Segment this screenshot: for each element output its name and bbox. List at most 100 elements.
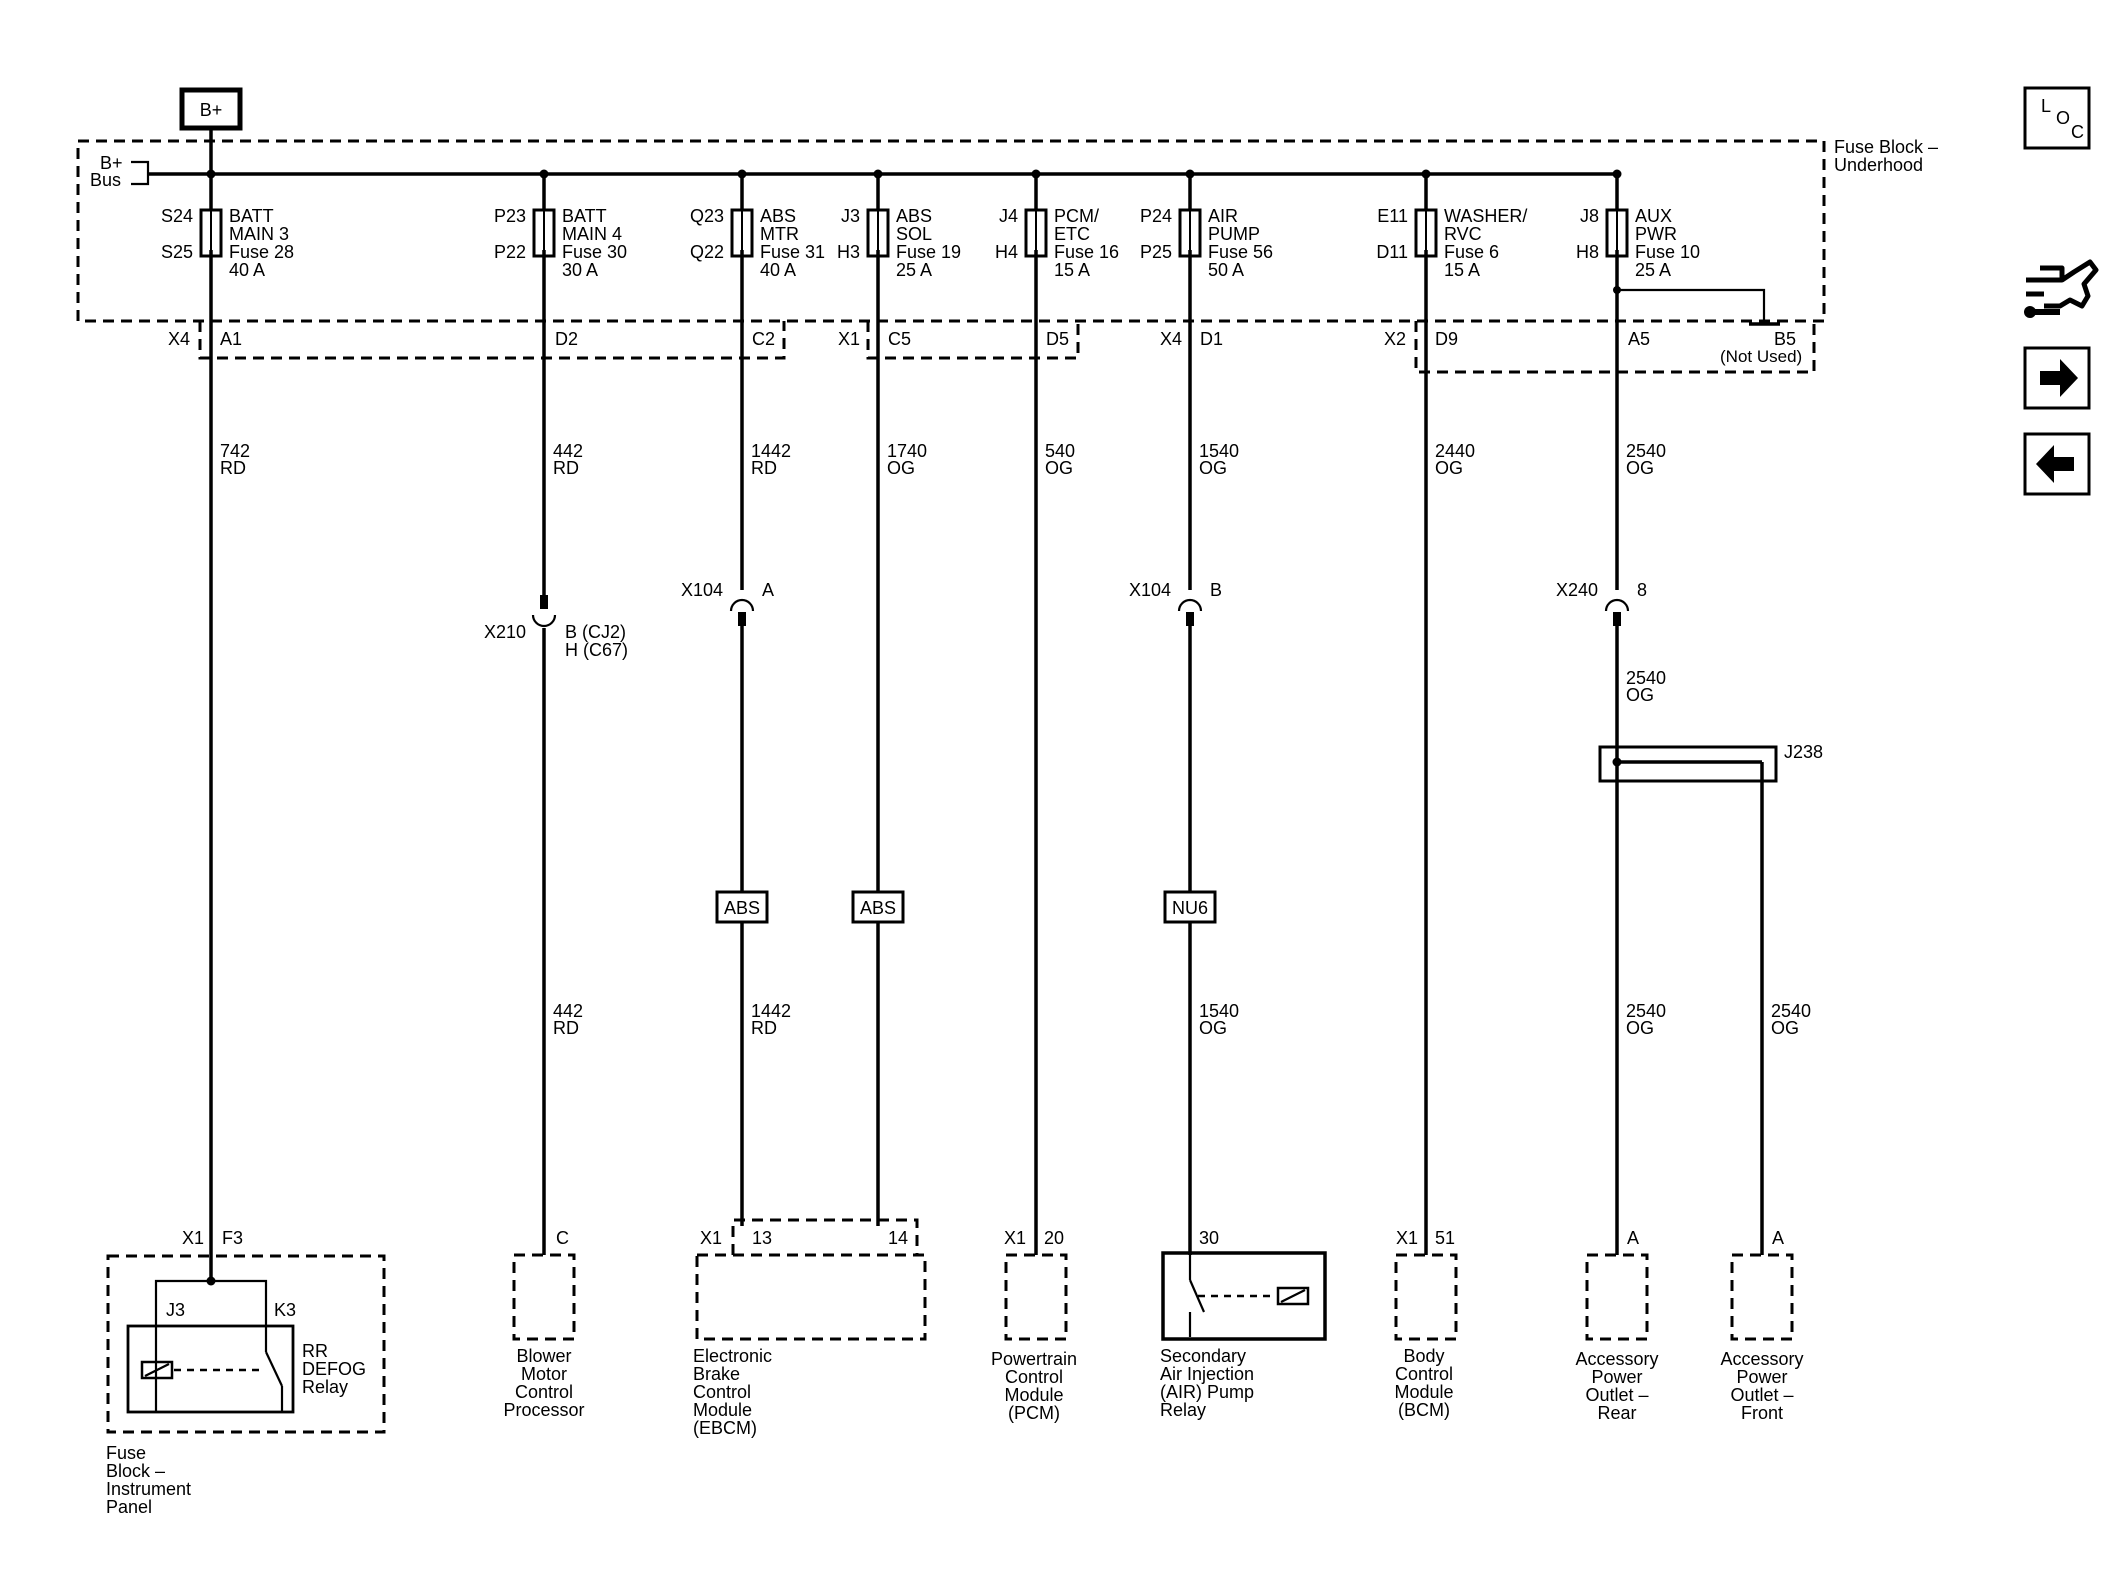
component-ebcm: X1 13 14 Electronic Brake Control Module… xyxy=(693,1218,927,1438)
apo-rear-pin: A xyxy=(1627,1228,1639,1248)
wire-1540b-circuit: 1540 xyxy=(1199,1001,1239,1021)
pcm-conn: X1 xyxy=(1004,1228,1026,1248)
fuse-batt-main-4-rating: 30 A xyxy=(562,260,598,280)
component-accessory-power-outlet-front: A Accessory Power Outlet – Front xyxy=(1720,1228,1803,1423)
fuse-abs-mtr-term-top: Q23 xyxy=(690,206,724,226)
air-label-3: (AIR) Pump xyxy=(1160,1382,1254,1402)
x240-name: X240 xyxy=(1556,580,1598,600)
x210-pin-1: B (CJ2) xyxy=(565,622,626,642)
bcm-label-3: Module xyxy=(1394,1382,1453,1402)
relay-k3: K3 xyxy=(274,1300,296,1320)
fuse-batt-main-3-term-top: S24 xyxy=(161,206,193,226)
pcm-label-2: Control xyxy=(1005,1367,1063,1387)
wire-442b-circuit: 442 xyxy=(553,1001,583,1021)
option-abs-1-label: ABS xyxy=(724,898,760,918)
option-box-abs-2: ABS xyxy=(851,890,905,924)
relay-j3: J3 xyxy=(166,1300,185,1320)
fuse-batt-main-4-number: Fuse 30 xyxy=(562,242,627,262)
ebcm-label-5: (EBCM) xyxy=(693,1418,757,1438)
ebcm-conn: X1 xyxy=(700,1228,722,1248)
fuse-batt-main-4-name-1: BATT xyxy=(562,206,607,226)
connector-x1-label: X1 xyxy=(838,329,860,349)
ebcm-label-1: Electronic xyxy=(693,1346,772,1366)
component-pcm: X1 20 Powertrain Control Module (PCM) xyxy=(991,1228,1077,1423)
fuse-pcm-etc-number: Fuse 16 xyxy=(1054,242,1119,262)
loc-icon-c: C xyxy=(2071,122,2084,142)
wire-1442-color: RD xyxy=(751,458,777,478)
fuse-batt-main-3-rating: 40 A xyxy=(229,260,265,280)
blower-label-1: Blower xyxy=(516,1346,571,1366)
fbip-label-2: Block – xyxy=(106,1461,165,1481)
apo-rear-label-3: Outlet – xyxy=(1585,1385,1648,1405)
bus-label-1: B+ xyxy=(100,153,123,173)
fuse-batt-main-3-name-1: BATT xyxy=(229,206,274,226)
fuse-aux-pwr-term-top: J8 xyxy=(1580,206,1599,226)
x104a-pin: A xyxy=(762,580,774,600)
apo-front-label-3: Outlet – xyxy=(1730,1385,1793,1405)
power-source-label: B+ xyxy=(200,100,223,120)
wire-2540b-color: OG xyxy=(1626,685,1654,705)
inline-connector-x210: X210 B (CJ2) H (C67) xyxy=(484,595,628,660)
wire-2540d-color: OG xyxy=(1771,1018,1799,1038)
wiring-harness-icon[interactable] xyxy=(2024,259,2099,318)
fuse-abs-sol-term-top: J3 xyxy=(841,206,860,226)
fuse-pcm-etc-name-1: PCM/ xyxy=(1054,206,1099,226)
fuse-washer-rvc-name-1: WASHER/ xyxy=(1444,206,1527,226)
fuse-block-underhood-outline xyxy=(76,139,1826,323)
fuse-aux-pwr-name-2: PWR xyxy=(1635,224,1677,244)
component-fuse-block-instrument-panel: X1 F3 J3 K3 RR DEFOG Relay Fuse Block – … xyxy=(106,1228,386,1517)
option-abs-2-label: ABS xyxy=(860,898,896,918)
fbip-label-1: Fuse xyxy=(106,1443,146,1463)
connector-x2-outline xyxy=(1414,321,1816,374)
blower-label-3: Control xyxy=(515,1382,573,1402)
fuse-abs-sol-number: Fuse 19 xyxy=(896,242,961,262)
fuse-abs-mtr-name-1: ABS xyxy=(760,206,796,226)
wire-442-color: RD xyxy=(553,458,579,478)
next-arrow-icon xyxy=(2040,359,2078,397)
fuse-block-underhood-label-2: Underhood xyxy=(1834,155,1923,175)
splice-label: J238 xyxy=(1784,742,1823,762)
wire-1740-color: OG xyxy=(887,458,915,478)
fbip-pin: F3 xyxy=(222,1228,243,1248)
previous-arrow-icon xyxy=(2036,445,2074,483)
blower-label-4: Processor xyxy=(503,1400,584,1420)
wire-442b-color: RD xyxy=(553,1018,579,1038)
fuse-abs-mtr-name-2: MTR xyxy=(760,224,799,244)
ebcm-pin-1: 13 xyxy=(752,1228,772,1248)
wire-1442b-circuit: 1442 xyxy=(751,1001,791,1021)
loc-button[interactable]: L O C xyxy=(2023,86,2091,150)
ebcm-pin-2: 14 xyxy=(888,1228,908,1248)
option-box-abs-1: ABS xyxy=(715,890,769,924)
fuse-batt-main-4-term-bottom: P22 xyxy=(494,242,526,262)
fuse-aux-pwr-term-bottom: H8 xyxy=(1576,242,1599,262)
fuse-batt-main-4-name-2: MAIN 4 xyxy=(562,224,622,244)
fuse-air-pump-name-1: AIR xyxy=(1208,206,1238,226)
fuse-pcm-etc-rating: 15 A xyxy=(1054,260,1090,280)
fuse-air-pump-term-bottom: P25 xyxy=(1140,242,1172,262)
option-nu6-label: NU6 xyxy=(1172,898,1208,918)
apo-front-pin: A xyxy=(1772,1228,1784,1248)
option-box-nu6: NU6 xyxy=(1163,890,1217,924)
ebcm-label-3: Control xyxy=(693,1382,751,1402)
fuse-abs-sol-name-1: ABS xyxy=(896,206,932,226)
wire-2540-color: OG xyxy=(1626,458,1654,478)
fuse-pcm-etc-term-bottom: H4 xyxy=(995,242,1018,262)
pin-b5-not-used-label: (Not Used) xyxy=(1720,347,1802,366)
next-arrow-button[interactable] xyxy=(2023,346,2091,410)
ebcm-label-4: Module xyxy=(693,1400,752,1420)
wire-1540-color: OG xyxy=(1199,458,1227,478)
wire-2540c-circuit: 2540 xyxy=(1626,1001,1666,1021)
bcm-label-1: Body xyxy=(1403,1346,1444,1366)
wire-2540-circuit: 2540 xyxy=(1626,441,1666,461)
pcm-label-1: Powertrain xyxy=(991,1349,1077,1369)
fuse-air-pump-rating: 50 A xyxy=(1208,260,1244,280)
x104b-pin: B xyxy=(1210,580,1222,600)
bcm-label-4: (BCM) xyxy=(1398,1400,1450,1420)
previous-arrow-button[interactable] xyxy=(2023,432,2091,496)
fuse-washer-rvc-term-top: E11 xyxy=(1377,206,1408,226)
fuse-abs-mtr-number: Fuse 31 xyxy=(760,242,825,262)
